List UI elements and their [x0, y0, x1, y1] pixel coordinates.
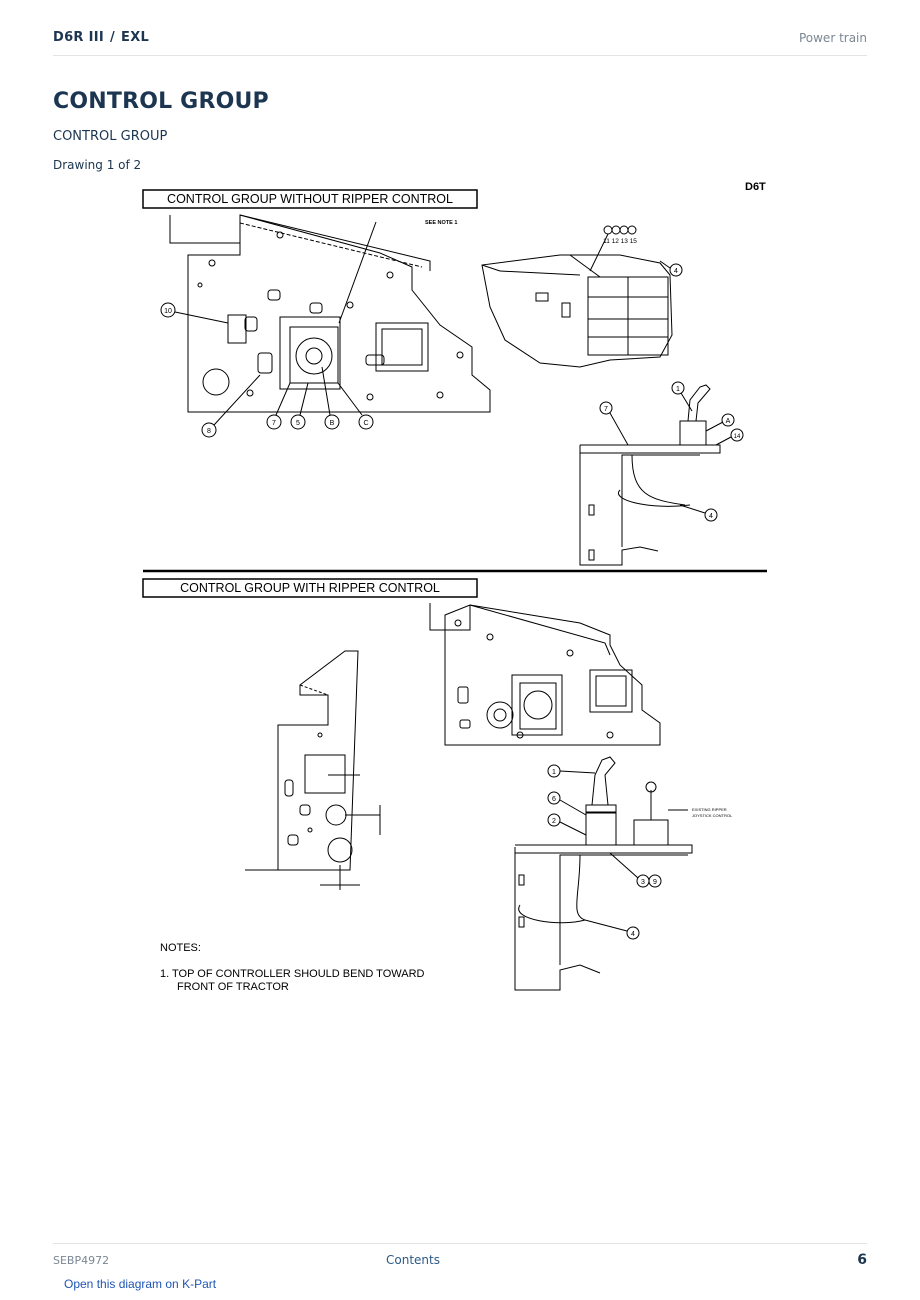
- callout-4-bottom: 4: [631, 931, 635, 938]
- model-name: D6R III: [53, 30, 104, 45]
- panel-bottom-title: CONTROL GROUP WITH RIPPER CONTROL: [180, 581, 440, 595]
- callout-1-top: 1: [676, 386, 680, 393]
- model-variant: EXL: [121, 30, 150, 45]
- callout-3: 3: [641, 879, 645, 886]
- header-divider: [53, 55, 867, 56]
- callout-6: 6: [552, 796, 556, 803]
- page-number: 6: [857, 1252, 867, 1268]
- callout-7: 7: [272, 420, 276, 427]
- existing-ripper-label: EXISTING RIPPER: [692, 807, 727, 812]
- note-1-line-2: FRONT OF TRACTOR: [177, 981, 289, 993]
- document-id: SEBP4972: [53, 1254, 110, 1267]
- note-1-line-1: 1. TOP OF CONTROLLER SHOULD BEND TOWARD: [160, 968, 425, 980]
- model-mark: D6T: [745, 181, 766, 193]
- kpart-link[interactable]: Open this diagram on K-Part: [64, 1277, 217, 1291]
- parts-diagram: CONTROL GROUP WITHOUT RIPPER CONTROL D6T…: [140, 175, 780, 1000]
- panel-top-title: CONTROL GROUP WITHOUT RIPPER CONTROL: [167, 192, 453, 206]
- callout-a: A: [726, 418, 731, 425]
- callout-9: 9: [653, 879, 657, 886]
- callout-1-bottom: 1: [552, 769, 556, 776]
- drawing-counter: Drawing 1 of 2: [53, 158, 142, 172]
- footer-divider: [53, 1243, 867, 1244]
- callout-group-11-15: 11 12 13 15: [603, 238, 637, 245]
- callout-4-mid: 4: [709, 513, 713, 520]
- notes-heading: NOTES:: [160, 942, 201, 954]
- callout-5: 5: [296, 420, 300, 427]
- joystick-control-label: JOYSTICK CONTROL: [692, 813, 733, 818]
- page-title: CONTROL GROUP: [53, 89, 269, 114]
- page-subtitle: CONTROL GROUP: [53, 129, 168, 144]
- callout-b: B: [330, 420, 335, 427]
- callout-10: 10: [164, 308, 172, 315]
- callout-4-top: 4: [674, 268, 678, 275]
- document-model-header: D6R III/EXL: [53, 30, 150, 45]
- callout-c: C: [363, 420, 368, 427]
- section-name: Power train: [798, 31, 867, 45]
- callout-8: 8: [207, 428, 211, 435]
- contents-link[interactable]: Contents: [386, 1253, 440, 1267]
- callout-7-top-right: 7: [604, 406, 608, 413]
- see-note-label: SEE NOTE 1: [425, 220, 457, 226]
- callout-14: 14: [734, 434, 741, 440]
- parts-diagram-svg: CONTROL GROUP WITHOUT RIPPER CONTROL D6T…: [142, 181, 767, 993]
- callout-2: 2: [552, 818, 556, 825]
